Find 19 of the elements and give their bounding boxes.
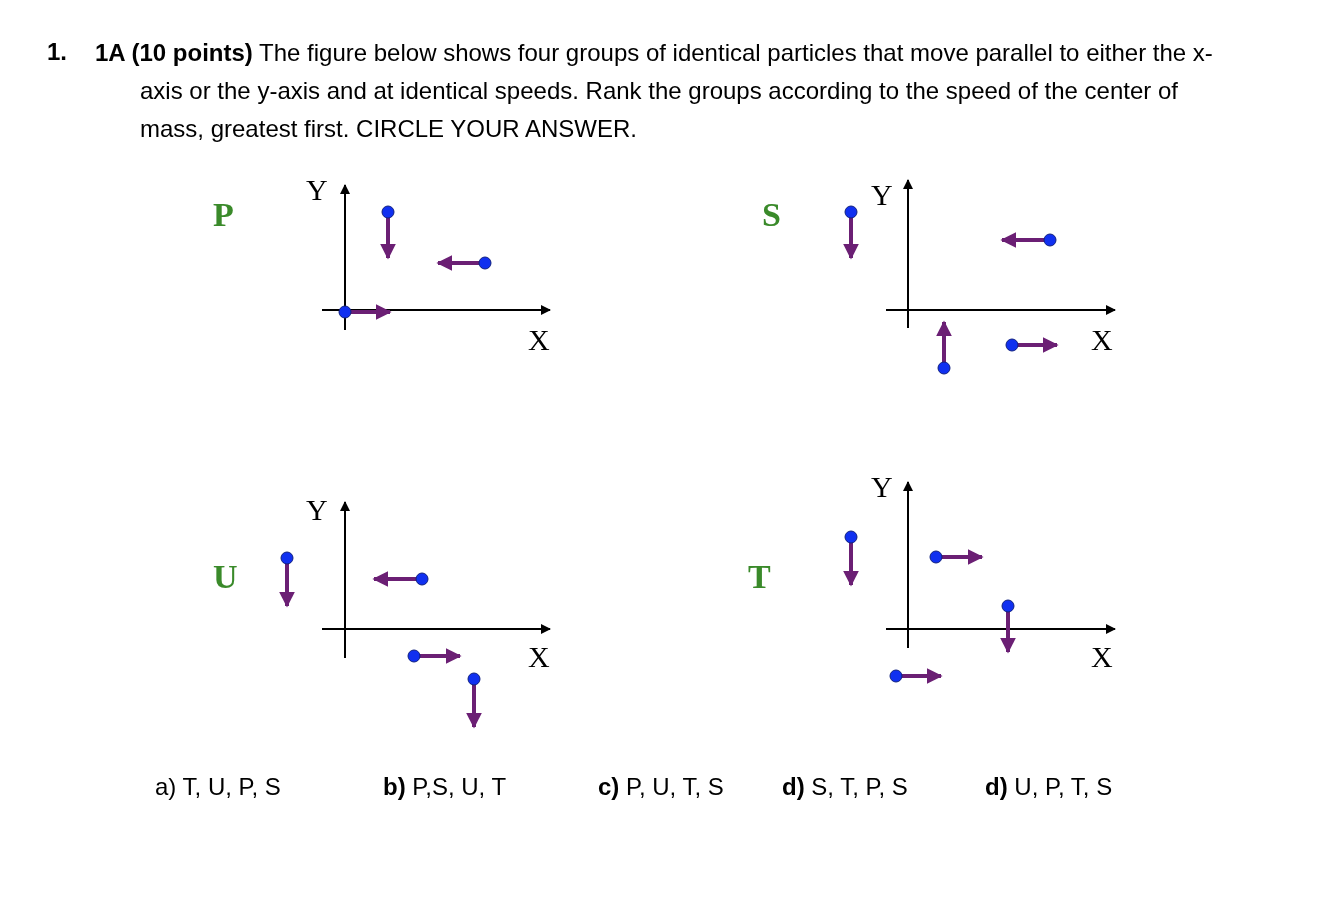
- axis-label: X: [528, 325, 550, 355]
- axis-label: X: [1091, 325, 1113, 355]
- answer-option: a) T, U, P, S: [155, 775, 281, 799]
- answer-option: d) S, T, P, S: [782, 775, 908, 799]
- answer-option: d) U, P, T, S: [985, 775, 1113, 799]
- group-label: U: [213, 560, 238, 594]
- group-label: P: [213, 198, 234, 232]
- axis-label: Y: [306, 175, 328, 205]
- axis-label: X: [1091, 642, 1113, 672]
- answer-option: b) P,S, U, T: [383, 775, 507, 799]
- axis-label: Y: [871, 180, 893, 210]
- axis-label: X: [528, 642, 550, 672]
- group-label: T: [748, 560, 771, 594]
- axis-label: Y: [306, 495, 328, 525]
- axis-label: Y: [871, 472, 893, 502]
- question-text: 1A (10 points) The figure below shows four groups of identical particles that move parallel to either the x-axis or the y-axis and at identical speeds. Rank the groups according to the speed of the center of mass, greatest first. CIRCLE YOUR ANSWER.: [95, 38, 1214, 144]
- group-label: S: [762, 198, 781, 232]
- question-number: 1.: [47, 40, 67, 64]
- answer-option: c) P, U, T, S: [598, 775, 724, 799]
